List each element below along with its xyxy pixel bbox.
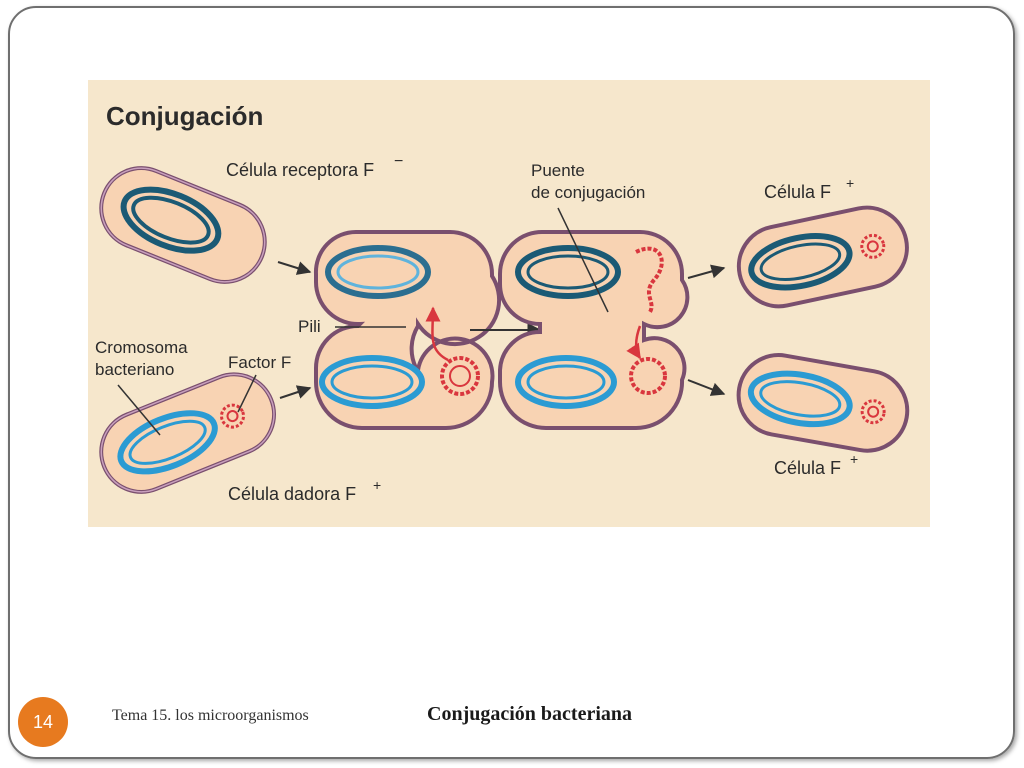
pointer-line	[237, 374, 257, 413]
slide-number-badge: 14	[18, 697, 68, 747]
label-dadora: Célula dadora F	[228, 484, 356, 504]
chromosome-dark-icon	[120, 186, 222, 254]
plasmid-icon	[220, 403, 246, 429]
result-cell-bottom	[736, 353, 910, 453]
arrow-icon	[279, 385, 312, 399]
dna-transfer-arrow-icon	[425, 306, 449, 362]
arrow-icon	[687, 264, 726, 279]
pointer-line	[117, 384, 161, 436]
label-puente-1: Puente	[531, 161, 585, 180]
label-cromosoma-2: bacteriano	[95, 360, 174, 379]
mating-pair-stage-2	[497, 229, 690, 431]
slide-subtitle: Tema 15. los microorganismos	[112, 707, 309, 724]
label-factor: Factor F	[228, 353, 291, 372]
label-receptora-sign: −	[394, 153, 403, 170]
donor-cell	[99, 372, 276, 494]
figure-caption: Conjugación bacteriana	[427, 703, 632, 725]
label-puente-2: de conjugación	[531, 183, 645, 202]
label-cromosoma-1: Cromosoma	[95, 338, 188, 357]
plasmid-copy-icon	[635, 246, 664, 314]
label-celula-bottom: Célula F	[774, 458, 841, 478]
label-celula-bottom-sign: +	[850, 451, 858, 467]
label-receptora: Célula receptora F	[226, 160, 374, 180]
plasmid-icon	[440, 356, 480, 396]
chromosome-light-icon	[117, 410, 218, 475]
arrow-icon	[687, 379, 726, 396]
receptor-cell	[99, 166, 267, 284]
label-pili: Pili	[298, 317, 321, 336]
arrow-icon	[277, 261, 312, 275]
conjugation-diagram: Conjugación Célula receptora F −	[88, 80, 930, 527]
label-celula-top: Célula F	[764, 182, 831, 202]
diagram-title: Conjugación	[106, 101, 263, 131]
label-celula-top-sign: +	[846, 175, 854, 191]
plasmid-icon	[860, 399, 886, 425]
plasmid-icon	[629, 357, 667, 395]
plasmid-icon	[860, 233, 886, 259]
label-dadora-sign: +	[373, 477, 381, 493]
pointer-line	[557, 207, 609, 313]
mating-pair-stage-1	[313, 229, 502, 430]
result-cell-top	[736, 205, 909, 309]
slide-frame	[8, 6, 1015, 759]
